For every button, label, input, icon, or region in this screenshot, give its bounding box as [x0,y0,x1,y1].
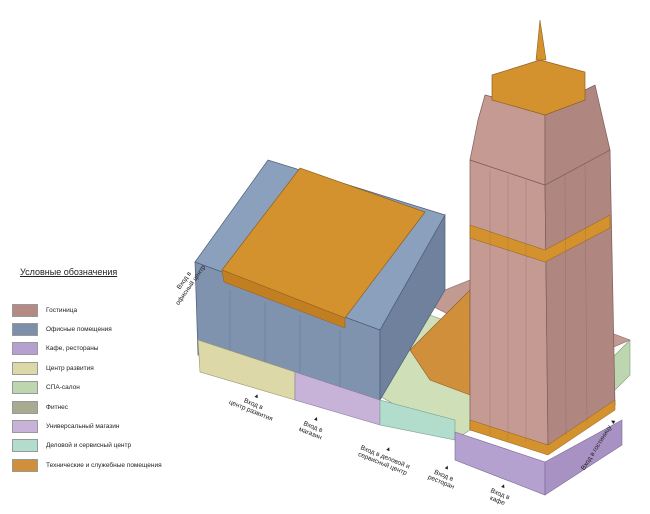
legend-item-cafe: Кафе, рестораны [12,341,98,355]
legend-label: Фитнес [46,403,69,411]
office-roof-technical-edge [221,269,346,329]
legend-swatch [12,419,38,433]
legend-title: Условные обозначения [20,267,118,277]
legend-label: Деловой и сервисный центр [46,441,132,449]
hotel-tower-side [544,149,616,446]
cafe-base-side [544,419,623,496]
legend-swatch [12,341,38,355]
legend-item-spa: СПА-салон [12,380,80,394]
legend-swatch [12,361,38,375]
office-window-grid [229,290,341,388]
legend-label: Центр развития [46,364,94,372]
tower-technical-band [469,214,611,263]
legend-swatch [12,303,38,317]
legend-item-fitness: Фитнес [12,400,68,414]
legend-item-technical: Технические и служебные помещения [12,458,162,472]
legend-swatch [12,322,38,336]
legend-item-store: Универсальный магазин [12,419,119,433]
legend-label: Универсальный магазин [46,422,120,430]
legend-label: Гостиница [46,306,78,314]
legend-label: Кафе, рестораны [46,344,99,352]
legend-swatch [12,458,38,472]
tower-window-grid [489,164,588,442]
tower-technical-base-band [469,399,616,456]
legend-item-office: Офисные помещения [12,322,112,336]
legend-item-business: Деловой и сервисный центр [12,438,131,452]
legend-swatch [12,438,38,452]
legend-item-development: Центр развития [12,361,94,375]
legend-swatch [12,400,38,414]
legend-item-hotel: Гостиница [12,303,77,317]
legend-label: Технические и служебные помещения [46,461,162,469]
tower-spire [535,19,547,61]
legend-label: Офисные помещения [46,325,112,333]
legend-swatch [12,380,38,394]
hotel-tower-front [469,159,549,446]
legend-label: СПА-салон [46,383,80,391]
